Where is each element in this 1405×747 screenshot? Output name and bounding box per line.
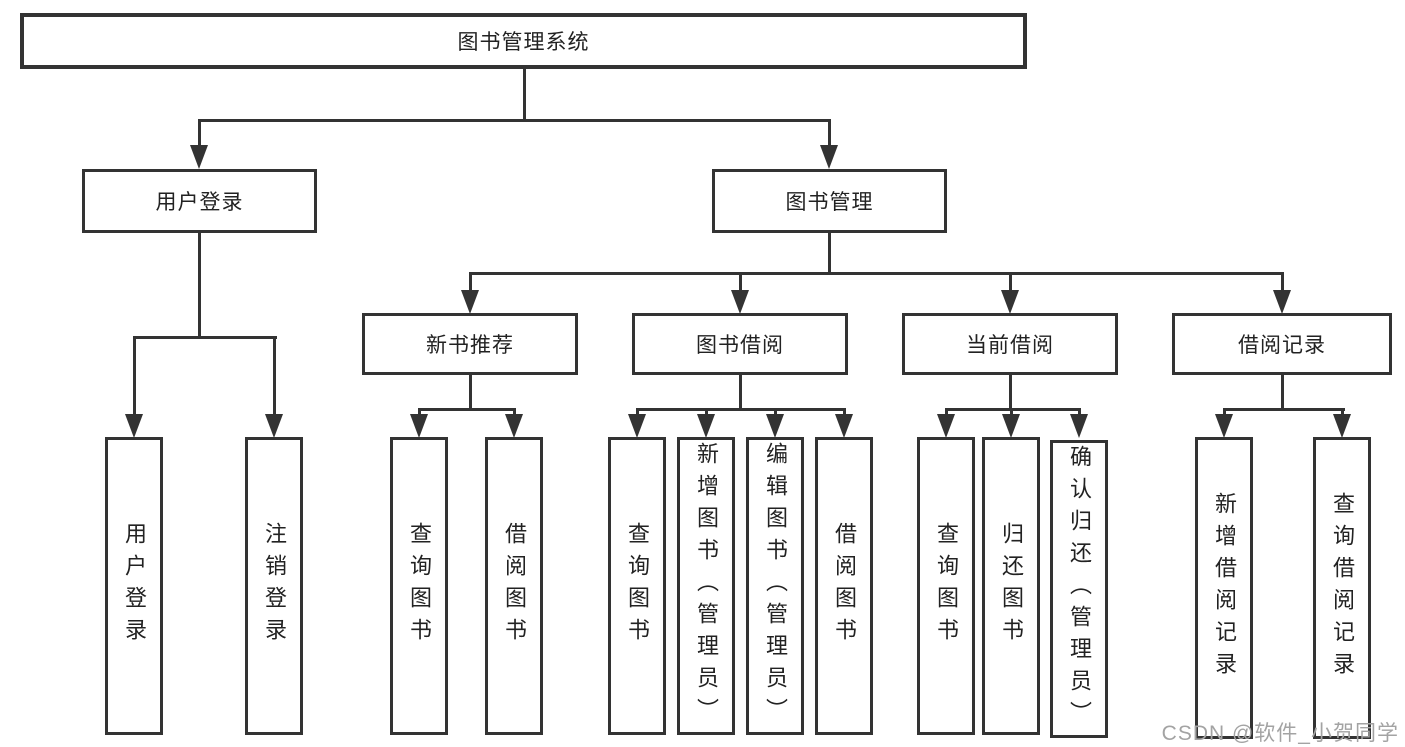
- leaf-borrow-books: 借阅图书: [815, 437, 873, 735]
- leaf-label: 确认归还（管理员）: [1067, 445, 1092, 733]
- node-label: 图书管理系统: [457, 31, 590, 54]
- connector-line: [468, 375, 472, 410]
- connector-line: [197, 118, 831, 122]
- leaf-edit-book-admin: 编辑图书（管理员）: [746, 437, 804, 735]
- node-label: 当前借阅: [966, 334, 1054, 357]
- leaf-label: 归还图书: [999, 522, 1024, 650]
- leaf-return-books: 归还图书: [982, 437, 1040, 735]
- leaf-label: 新增图书（管理员）: [694, 442, 719, 730]
- node-current-borrow: 当前借阅: [902, 313, 1118, 375]
- node-book-borrow: 图书借阅: [632, 313, 848, 375]
- connector-line: [635, 407, 846, 411]
- leaf-label: 借阅图书: [832, 522, 857, 650]
- connector-line: [197, 120, 201, 147]
- leaf-query-books: 查询图书: [390, 437, 448, 735]
- connector-line: [944, 409, 948, 417]
- arrow-down-icon: [731, 290, 749, 314]
- arrow-down-icon: [1273, 290, 1291, 314]
- connector-line: [468, 273, 472, 292]
- arrow-down-icon: [190, 145, 208, 169]
- leaf-label: 借阅图书: [502, 522, 527, 650]
- node-borrow-records: 借阅记录: [1172, 313, 1392, 375]
- leaf-label: 查询借阅记录: [1330, 492, 1355, 684]
- arrow-down-icon: [697, 414, 715, 438]
- leaf-add-book-admin: 新增图书（管理员）: [677, 437, 735, 735]
- leaf-label: 用户登录: [122, 522, 147, 650]
- leaf-label: 注销登录: [262, 522, 287, 650]
- connector-line: [842, 409, 846, 417]
- leaf-label: 查询图书: [934, 522, 959, 650]
- connector-line: [512, 409, 516, 417]
- connector-line: [635, 409, 639, 417]
- connector-line: [132, 335, 277, 339]
- leaf-logout: 注销登录: [245, 437, 303, 735]
- leaf-confirm-return-admin: 确认归还（管理员）: [1050, 440, 1108, 738]
- arrow-down-icon: [1333, 414, 1351, 438]
- leaf-label: 查询图书: [407, 522, 432, 650]
- node-label: 图书管理: [785, 191, 874, 214]
- arrow-down-icon: [1070, 414, 1088, 438]
- connector-line: [1008, 375, 1012, 410]
- connector-line: [1340, 409, 1344, 417]
- arrow-down-icon: [820, 145, 838, 169]
- connector-line: [1077, 409, 1081, 417]
- connector-line: [417, 409, 421, 417]
- connector-line: [773, 409, 777, 417]
- node-user-login: 用户登录: [82, 169, 317, 233]
- csdn-watermark: CSDN @软件_小贺同学: [1161, 722, 1399, 745]
- node-label: 借阅记录: [1238, 334, 1326, 357]
- node-label: 新书推荐: [426, 334, 514, 357]
- connector-line: [704, 409, 708, 417]
- leaf-query-borrow-record: 查询借阅记录: [1313, 437, 1371, 739]
- arrow-down-icon: [766, 414, 784, 438]
- connector-line: [468, 271, 1284, 275]
- leaf-label: 新增借阅记录: [1212, 492, 1237, 684]
- connector-line: [1280, 375, 1284, 410]
- arrow-down-icon: [1001, 290, 1019, 314]
- node-library-management-system: 图书管理系统: [20, 13, 1027, 69]
- arrow-down-icon: [628, 414, 646, 438]
- arrow-down-icon: [1215, 414, 1233, 438]
- arrow-down-icon: [265, 414, 283, 438]
- connector-line: [197, 233, 201, 338]
- arrow-down-icon: [461, 290, 479, 314]
- node-book-management: 图书管理: [712, 169, 947, 233]
- connector-line: [522, 69, 526, 121]
- leaf-borrow-books: 借阅图书: [485, 437, 543, 735]
- connector-line: [827, 120, 831, 147]
- connector-line: [738, 273, 742, 292]
- connector-line: [944, 407, 1081, 411]
- leaf-query-books: 查询图书: [917, 437, 975, 735]
- connector-line: [1222, 409, 1226, 417]
- connector-line: [417, 407, 516, 411]
- connector-line: [738, 375, 742, 410]
- arrow-down-icon: [410, 414, 428, 438]
- arrow-down-icon: [505, 414, 523, 438]
- leaf-user-login: 用户登录: [105, 437, 163, 735]
- connector-line: [1008, 273, 1012, 292]
- connector-line: [827, 233, 831, 274]
- connector-line: [1280, 273, 1284, 292]
- node-label: 图书借阅: [696, 334, 784, 357]
- arrow-down-icon: [1002, 414, 1020, 438]
- arrow-down-icon: [125, 414, 143, 438]
- node-new-book-recommend: 新书推荐: [362, 313, 578, 375]
- connector-line: [1222, 407, 1345, 411]
- connector-line: [132, 337, 136, 416]
- connector-line: [1009, 409, 1013, 417]
- arrow-down-icon: [835, 414, 853, 438]
- leaf-label: 查询图书: [625, 522, 650, 650]
- leaf-label: 编辑图书（管理员）: [763, 442, 788, 730]
- node-label: 用户登录: [155, 191, 244, 214]
- leaf-add-borrow-record: 新增借阅记录: [1195, 437, 1253, 739]
- leaf-query-books: 查询图书: [608, 437, 666, 735]
- connector-line: [272, 337, 276, 416]
- arrow-down-icon: [937, 414, 955, 438]
